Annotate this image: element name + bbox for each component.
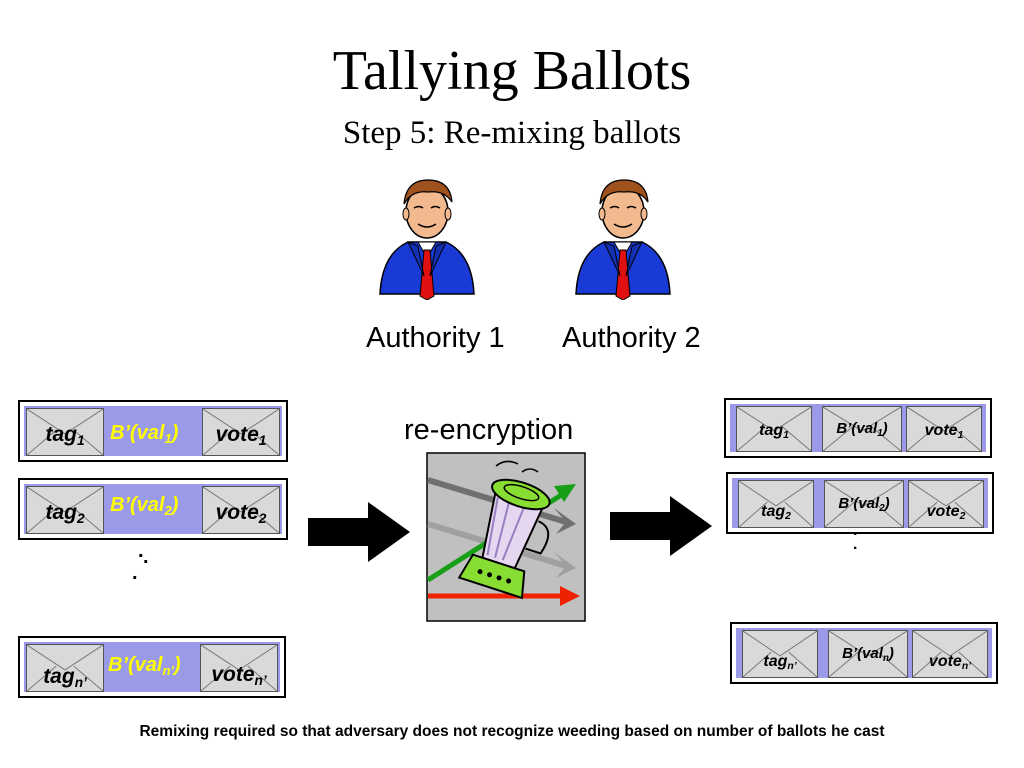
encrypted-value-envelope: B’(valn) [828, 630, 908, 678]
vote-envelope: vote1 [202, 408, 280, 456]
tag-envelope: tagn’ [742, 630, 818, 678]
encrypted-value-label: B’(valn’) [108, 654, 181, 678]
authority-1-figure [379, 179, 475, 300]
ellipsis-dots: . [132, 562, 138, 584]
vote-label: vote1 [924, 422, 964, 442]
slide-caption: Remixing required so that adversary does… [139, 723, 885, 740]
input-ballot-2: tag2 B’(val2) vote2 [18, 478, 288, 540]
vote-label: vote2 [926, 503, 966, 523]
vote-label: voten’ [211, 663, 267, 689]
tag-label: tag1 [759, 422, 789, 442]
vote-label: vote1 [215, 423, 267, 449]
authority-1-label: Authority 1 [366, 322, 505, 354]
blender-mixer-icon [426, 452, 586, 622]
encrypted-value-label: B’(val1) [836, 420, 888, 439]
authority-2-label: Authority 2 [562, 322, 701, 354]
encrypted-value-envelope: B’(val2) [824, 480, 904, 528]
tag-envelope: tag2 [738, 480, 814, 528]
slide-subtitle: Step 5: Re-mixing ballots [342, 115, 682, 151]
tag-label: tag2 [45, 501, 85, 527]
re-encryption-label: re-encryption [404, 414, 574, 446]
input-ballot-1: tag1 B’(val1) vote1 [18, 400, 288, 462]
tag-envelope: tag2 [26, 486, 104, 534]
tag-label: tagn’ [763, 653, 797, 673]
vote-envelope: voten’ [200, 644, 278, 692]
tag-envelope: tag1 [26, 408, 104, 456]
tag-label: tagn’ [43, 665, 87, 691]
vote-envelope: vote2 [908, 480, 984, 528]
tag-envelope: tagn’ [26, 644, 104, 692]
encrypted-value-label: B’(valn) [842, 645, 894, 664]
vote-label: vote2 [215, 501, 267, 527]
input-ballot-n: tagn’ B’(valn’) voten’ [18, 636, 286, 698]
encrypted-value-label: B’(val2) [838, 495, 890, 514]
encrypted-value-label: B’(val2) [110, 494, 179, 518]
vote-envelope: vote1 [906, 406, 982, 452]
output-ballot-2: tag2 B’(val2) vote2 [726, 472, 994, 534]
tag-envelope: tag1 [736, 406, 812, 452]
output-ballot-n: tagn’ B’(valn) voten’ [730, 622, 998, 684]
output-ballot-1: tag1 B’(val1) vote1 [724, 398, 992, 458]
authority-2-figure [575, 179, 671, 300]
vote-envelope: voten’ [912, 630, 988, 678]
encrypted-value-envelope: B’(val1) [822, 406, 902, 452]
ellipsis-dots: . [138, 540, 144, 562]
right-arrow-icon [308, 502, 410, 562]
ellipsis-dots: . [853, 522, 858, 539]
ellipsis-dots: . [853, 536, 858, 553]
right-arrow-icon [610, 496, 712, 556]
tag-label: tag1 [45, 423, 85, 449]
tag-label: tag2 [761, 503, 791, 523]
encrypted-value-label: B’(val1) [110, 422, 179, 446]
vote-label: voten’ [928, 653, 972, 673]
slide-title: Tallying Ballots [332, 40, 692, 102]
ellipsis-dots: . [143, 546, 149, 568]
vote-envelope: vote2 [202, 486, 280, 534]
